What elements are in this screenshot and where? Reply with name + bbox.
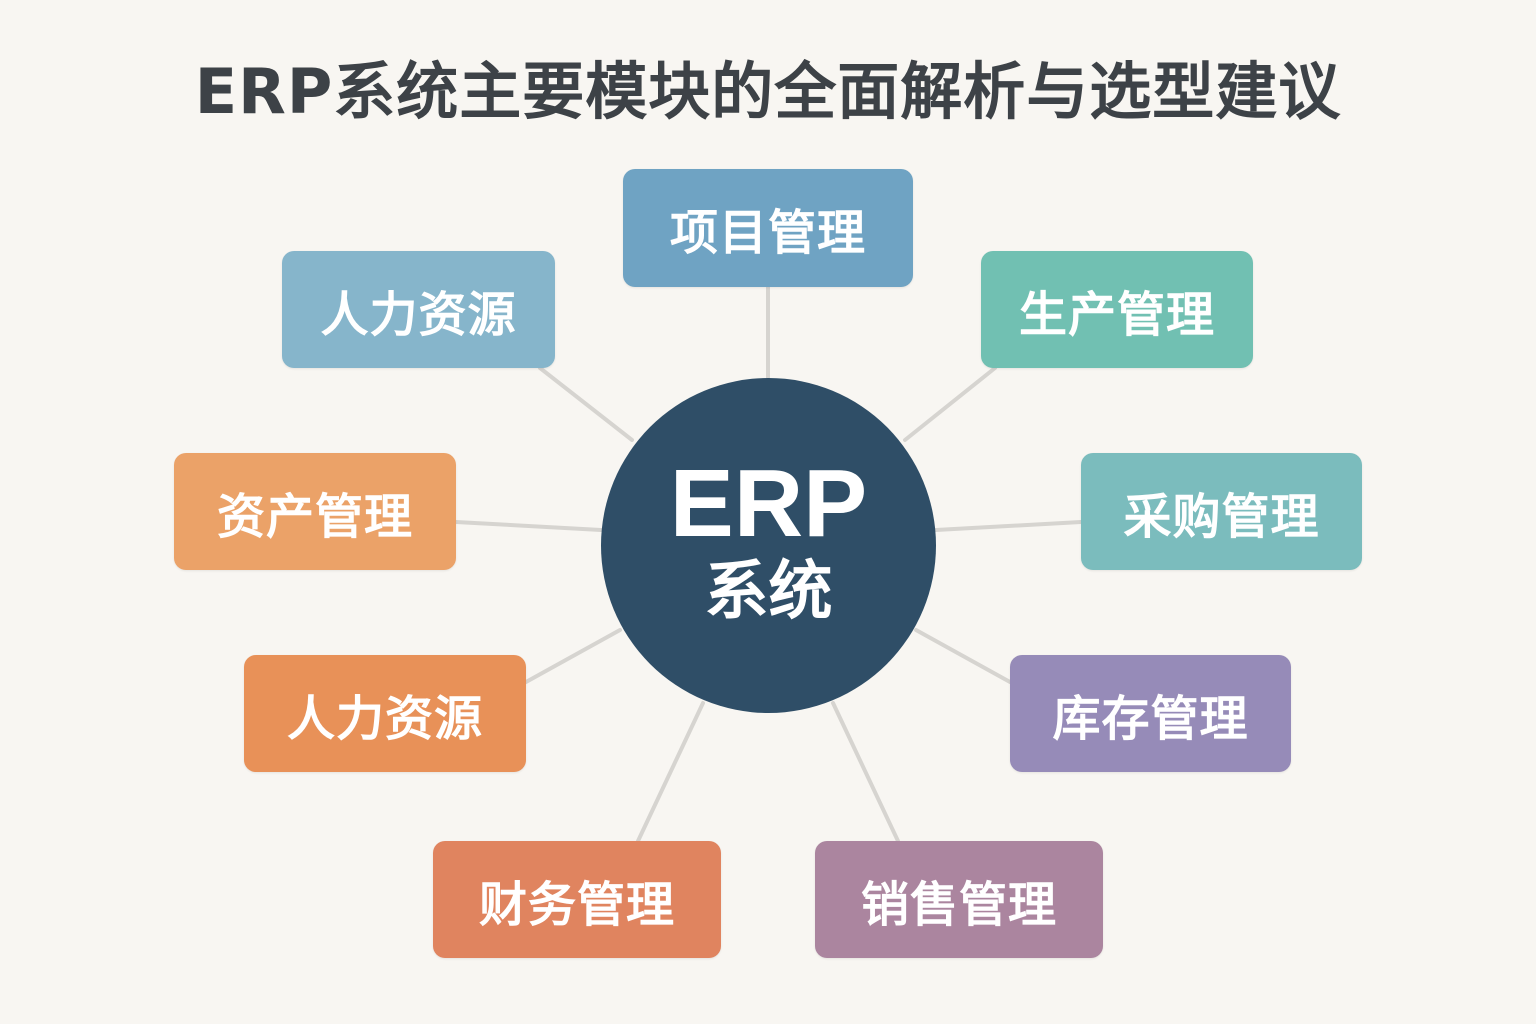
erp-hub[interactable]: ERP 系统 [601,378,936,713]
connector-asset [454,520,603,532]
connector-procurement [934,520,1083,532]
module-hr-bottom[interactable]: 人力资源 [244,655,526,772]
module-label: 资产管理 [216,488,413,545]
connector-inventory [914,628,1012,684]
module-label: 人力资源 [320,286,517,343]
module-label: 销售管理 [860,876,1057,933]
connector-finance [636,701,705,843]
hub-subtitle: 系统 [704,554,833,629]
hub-title: ERP [669,449,868,557]
module-label: 生产管理 [1018,286,1215,343]
module-label: 项目管理 [669,205,866,261]
module-project[interactable]: 项目管理 [623,169,913,287]
connector-hr-top [538,366,634,442]
module-inventory[interactable]: 库存管理 [1010,655,1291,772]
module-finance[interactable]: 财务管理 [433,841,721,958]
connector-production [903,366,997,442]
connector-hr-bottom [524,628,622,684]
module-production[interactable]: 生产管理 [981,251,1253,368]
module-label: 财务管理 [478,876,675,933]
module-asset[interactable]: 资产管理 [174,453,456,570]
module-procurement[interactable]: 采购管理 [1081,453,1362,570]
module-label: 采购管理 [1123,488,1320,545]
module-sales[interactable]: 销售管理 [815,841,1103,958]
diagram-title: ERP系统主要模块的全面解析与选型建议 [194,55,1342,128]
module-label: 人力资源 [286,690,483,747]
module-hr-top[interactable]: 人力资源 [282,251,555,368]
module-label: 库存管理 [1052,690,1249,747]
connector-sales [831,701,900,843]
